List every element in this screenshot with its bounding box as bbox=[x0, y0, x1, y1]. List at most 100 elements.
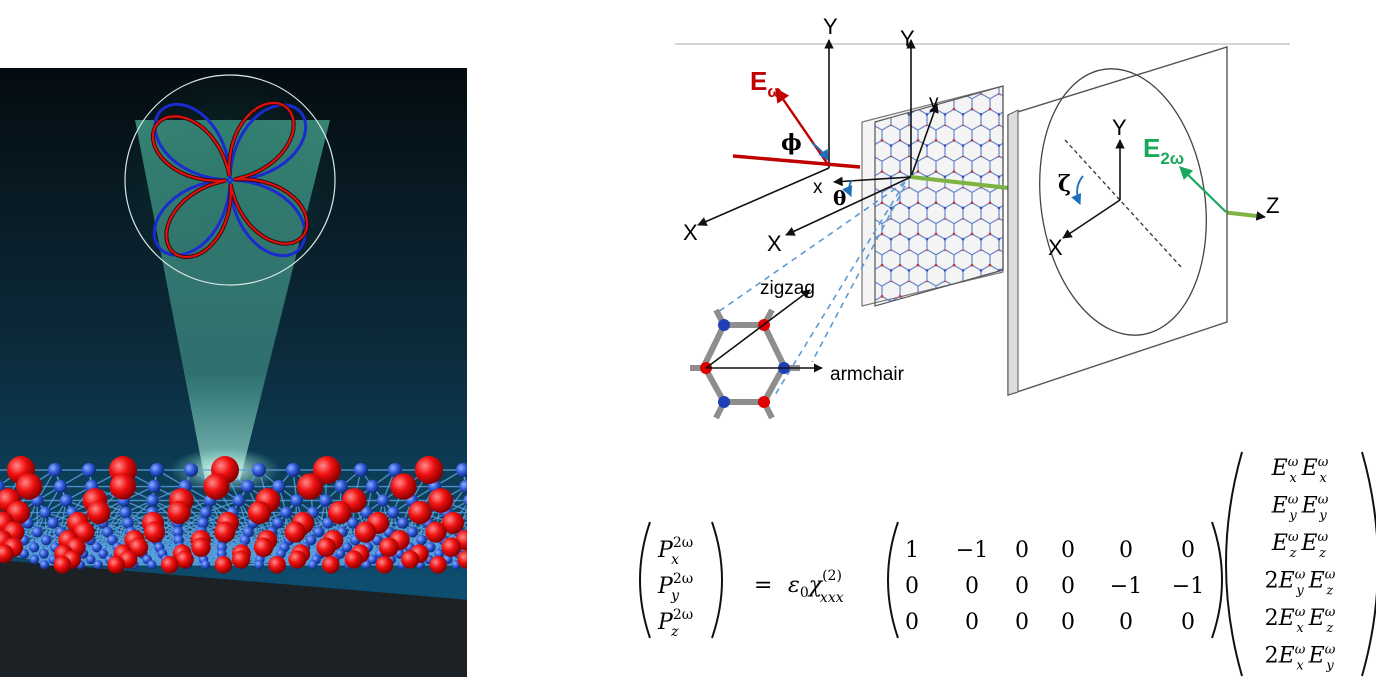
atom-blue bbox=[308, 560, 318, 570]
zeta-arc bbox=[1071, 175, 1084, 205]
atom-red bbox=[16, 473, 43, 500]
lattice-bond bbox=[474, 513, 483, 533]
atom-blue bbox=[29, 542, 40, 553]
matrix-cell: 0 bbox=[1181, 610, 1195, 635]
atom-blue bbox=[406, 526, 418, 538]
atom-red bbox=[429, 555, 447, 574]
atom-blue bbox=[200, 560, 211, 570]
detector-x-label: X bbox=[1048, 235, 1063, 260]
lattice-bond bbox=[483, 532, 492, 565]
lattice-bond bbox=[485, 554, 498, 560]
atom-red bbox=[390, 473, 417, 500]
lattice-bond bbox=[465, 557, 467, 560]
atom-blue bbox=[38, 548, 49, 559]
atom-blue bbox=[397, 517, 409, 529]
atom-red bbox=[73, 521, 95, 543]
hexagon-inset: zigzag armchair bbox=[690, 278, 905, 420]
hexagon-ring bbox=[700, 322, 788, 405]
e-omega-label: Eω bbox=[750, 66, 782, 101]
atom-blue bbox=[48, 463, 62, 477]
lattice-bond bbox=[478, 523, 483, 532]
atom-blue bbox=[472, 517, 483, 528]
atom-red bbox=[53, 555, 72, 574]
atom-red bbox=[415, 456, 443, 484]
atom-blue bbox=[361, 560, 372, 570]
lattice-bond bbox=[470, 501, 474, 513]
prefactor: ε0χ(2)xxx bbox=[788, 568, 844, 606]
lattice-y-axis bbox=[910, 103, 939, 178]
substrate bbox=[0, 560, 467, 677]
atom-red bbox=[375, 555, 394, 574]
lattice-bond bbox=[474, 554, 479, 565]
lattice-x-axis bbox=[833, 176, 912, 187]
atom-blue bbox=[322, 517, 334, 529]
lattice-bond bbox=[474, 554, 498, 565]
atom-red bbox=[758, 396, 770, 408]
lattice-bond bbox=[478, 523, 488, 540]
detector-plate-side bbox=[1007, 109, 1019, 396]
e-bracket-left bbox=[1225, 451, 1243, 677]
lattice-bond bbox=[97, 531, 109, 565]
lattice-bond bbox=[465, 537, 467, 541]
matrix-cell: 0 bbox=[965, 574, 979, 599]
equals-sign: = bbox=[754, 573, 772, 598]
atom-blue bbox=[341, 542, 353, 553]
atom-blue bbox=[91, 542, 102, 553]
atom-red bbox=[483, 556, 501, 574]
polar-plot bbox=[150, 100, 310, 260]
guide-line-right bbox=[811, 185, 906, 363]
lattice-bond bbox=[465, 539, 467, 542]
atom-red bbox=[408, 500, 432, 525]
atom-blue bbox=[463, 494, 467, 507]
atom-blue bbox=[184, 463, 198, 477]
lab-x-axis bbox=[697, 167, 830, 226]
p-bracket-right bbox=[711, 521, 723, 639]
atom-red bbox=[441, 537, 462, 558]
matrix-bracket-right bbox=[1211, 521, 1223, 639]
atom-blue bbox=[360, 506, 373, 519]
atom-blue bbox=[107, 534, 118, 546]
atom-blue bbox=[272, 517, 284, 529]
lab-x-label: X bbox=[683, 220, 698, 245]
matrix-cell: 0 bbox=[1119, 538, 1133, 563]
zigzag-label: zigzag bbox=[760, 278, 815, 299]
atom-blue bbox=[477, 527, 488, 538]
polar-data-blue bbox=[152, 102, 308, 258]
p-bracket-left bbox=[639, 521, 651, 639]
lab-y-label: Y bbox=[823, 14, 838, 39]
atom-red bbox=[203, 473, 230, 500]
lattice-y-label: y bbox=[929, 92, 939, 113]
lattice-bond bbox=[493, 547, 498, 553]
artistic-panel bbox=[0, 68, 501, 677]
atom-red bbox=[214, 521, 236, 543]
atom-blue bbox=[387, 506, 400, 519]
atom-red bbox=[316, 537, 336, 558]
atom-red bbox=[0, 544, 14, 564]
matrix-cell: 0 bbox=[1061, 610, 1075, 635]
matrix-cell: 0 bbox=[1061, 574, 1075, 599]
atom-blue bbox=[39, 506, 52, 519]
lattice-bond bbox=[492, 554, 499, 565]
atom-blue bbox=[290, 494, 303, 507]
lattice-bond bbox=[479, 532, 483, 554]
atom-blue bbox=[456, 463, 467, 477]
atom-blue bbox=[29, 554, 40, 565]
atom-red bbox=[457, 550, 467, 569]
phi-label: ϕ bbox=[781, 130, 802, 156]
sample-x-axis bbox=[785, 176, 912, 236]
lattice-bond bbox=[474, 540, 488, 565]
lattice-bond bbox=[472, 540, 488, 547]
atom-red bbox=[143, 521, 166, 543]
lattice-bond bbox=[465, 538, 467, 541]
atom-blue bbox=[39, 560, 50, 570]
lattice-bond bbox=[479, 540, 488, 554]
atom-red bbox=[160, 555, 179, 574]
atom-blue bbox=[467, 542, 477, 552]
atom-red bbox=[378, 537, 399, 558]
atom-blue bbox=[47, 517, 59, 529]
